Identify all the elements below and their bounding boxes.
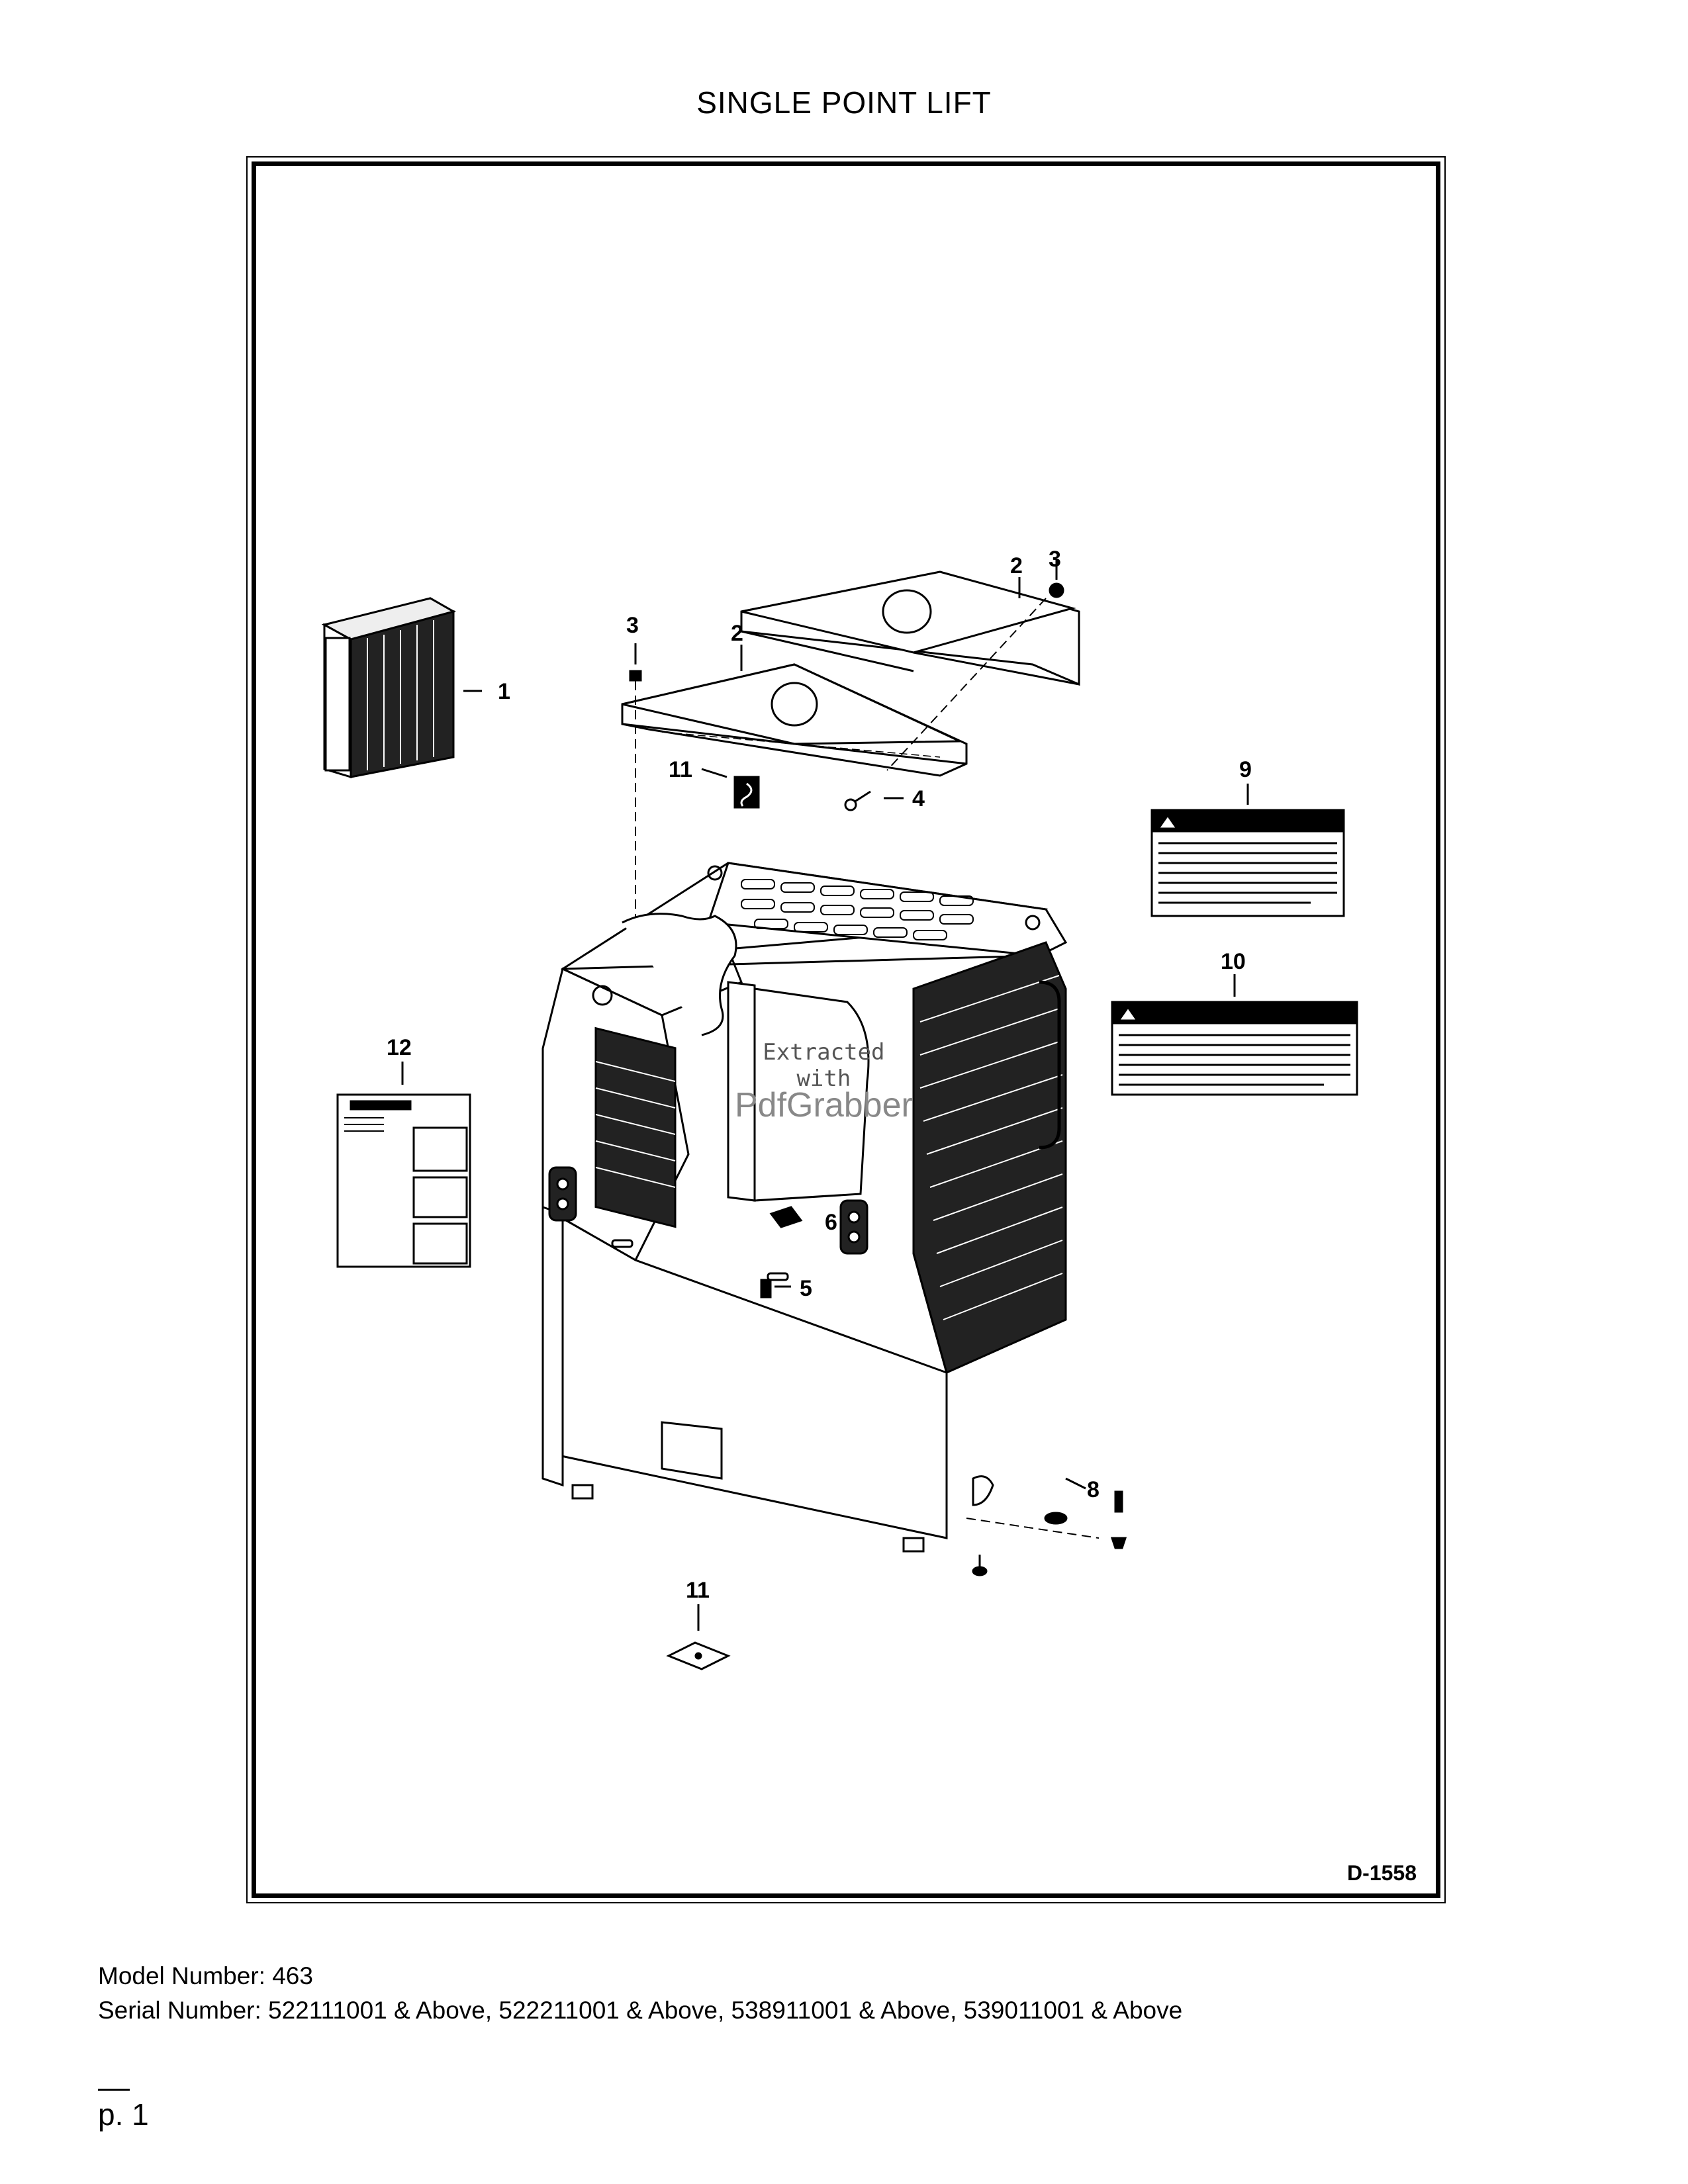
watermark-brand: PdfGrabber <box>735 1086 913 1124</box>
watermark-line-2: with <box>796 1066 851 1092</box>
callout-8: 8 <box>1087 1477 1100 1502</box>
serial-number: Serial Number: 522111001 & Above, 522211… <box>98 1997 1183 2024</box>
callout-3-right: 3 <box>1049 547 1061 572</box>
roof-vent-slots <box>741 879 974 940</box>
drawing-frame <box>252 161 1440 1898</box>
drawing-code: D-1558 <box>1347 1861 1417 1885</box>
model-serial-info: Model Number: 463 Serial Number: 5221110… <box>98 1959 1182 2028</box>
callout-6: 6 <box>825 1210 837 1235</box>
callout-5: 5 <box>800 1276 812 1301</box>
instruction-sheet-12 <box>336 1062 471 1268</box>
front-tie-down-right <box>839 1199 868 1255</box>
latch-6 <box>769 1206 803 1228</box>
callout-9: 9 <box>1239 757 1252 782</box>
callout-11-hook: 11 <box>669 757 692 782</box>
callout-1: 1 <box>498 679 510 704</box>
bolt-5 <box>760 1279 791 1298</box>
warning-decal-10 <box>1111 974 1358 1096</box>
callout-11-plate: 11 <box>686 1578 710 1603</box>
parts-diagram-svg: 1 2 2 3 3 4 5 6 8 9 10 11 11 12 <box>321 547 1358 1670</box>
callout-4: 4 <box>912 786 925 811</box>
callout-2-rear: 2 <box>1010 553 1023 578</box>
nut-3-right <box>886 559 1064 771</box>
page-number-rule <box>98 2089 130 2091</box>
callout-3-left: 3 <box>626 613 639 638</box>
drawing-frame-outer <box>246 156 1446 1903</box>
warning-decal-9 <box>1150 784 1345 917</box>
bolt-4 <box>844 790 904 811</box>
model-number: Model Number: 463 <box>98 1962 313 1989</box>
callout-10: 10 <box>1221 949 1246 974</box>
lift-bracket-rear <box>740 570 1080 686</box>
watermark-line-1: Extracted <box>763 1039 885 1066</box>
callout-2-front: 2 <box>731 621 743 646</box>
front-tie-down-left <box>548 1166 577 1222</box>
lift-bracket-front <box>621 645 968 777</box>
mounting-plate-11 <box>666 1604 731 1670</box>
page-number: p. 1 <box>98 2097 149 2132</box>
watermark: Extracted with PdfGrabber <box>735 1039 913 1124</box>
cab-frame <box>541 862 1068 1553</box>
callout-12: 12 <box>387 1035 412 1060</box>
manual-box <box>321 597 482 779</box>
lift-hook-11 <box>701 768 760 809</box>
nut-3-left <box>629 643 642 923</box>
page-title: SINGLE POINT LIFT <box>696 85 992 120</box>
hardware-8 <box>966 1477 1127 1576</box>
parts-diagram: 1 2 2 3 3 4 5 6 8 9 10 11 11 12 <box>252 161 1440 1898</box>
